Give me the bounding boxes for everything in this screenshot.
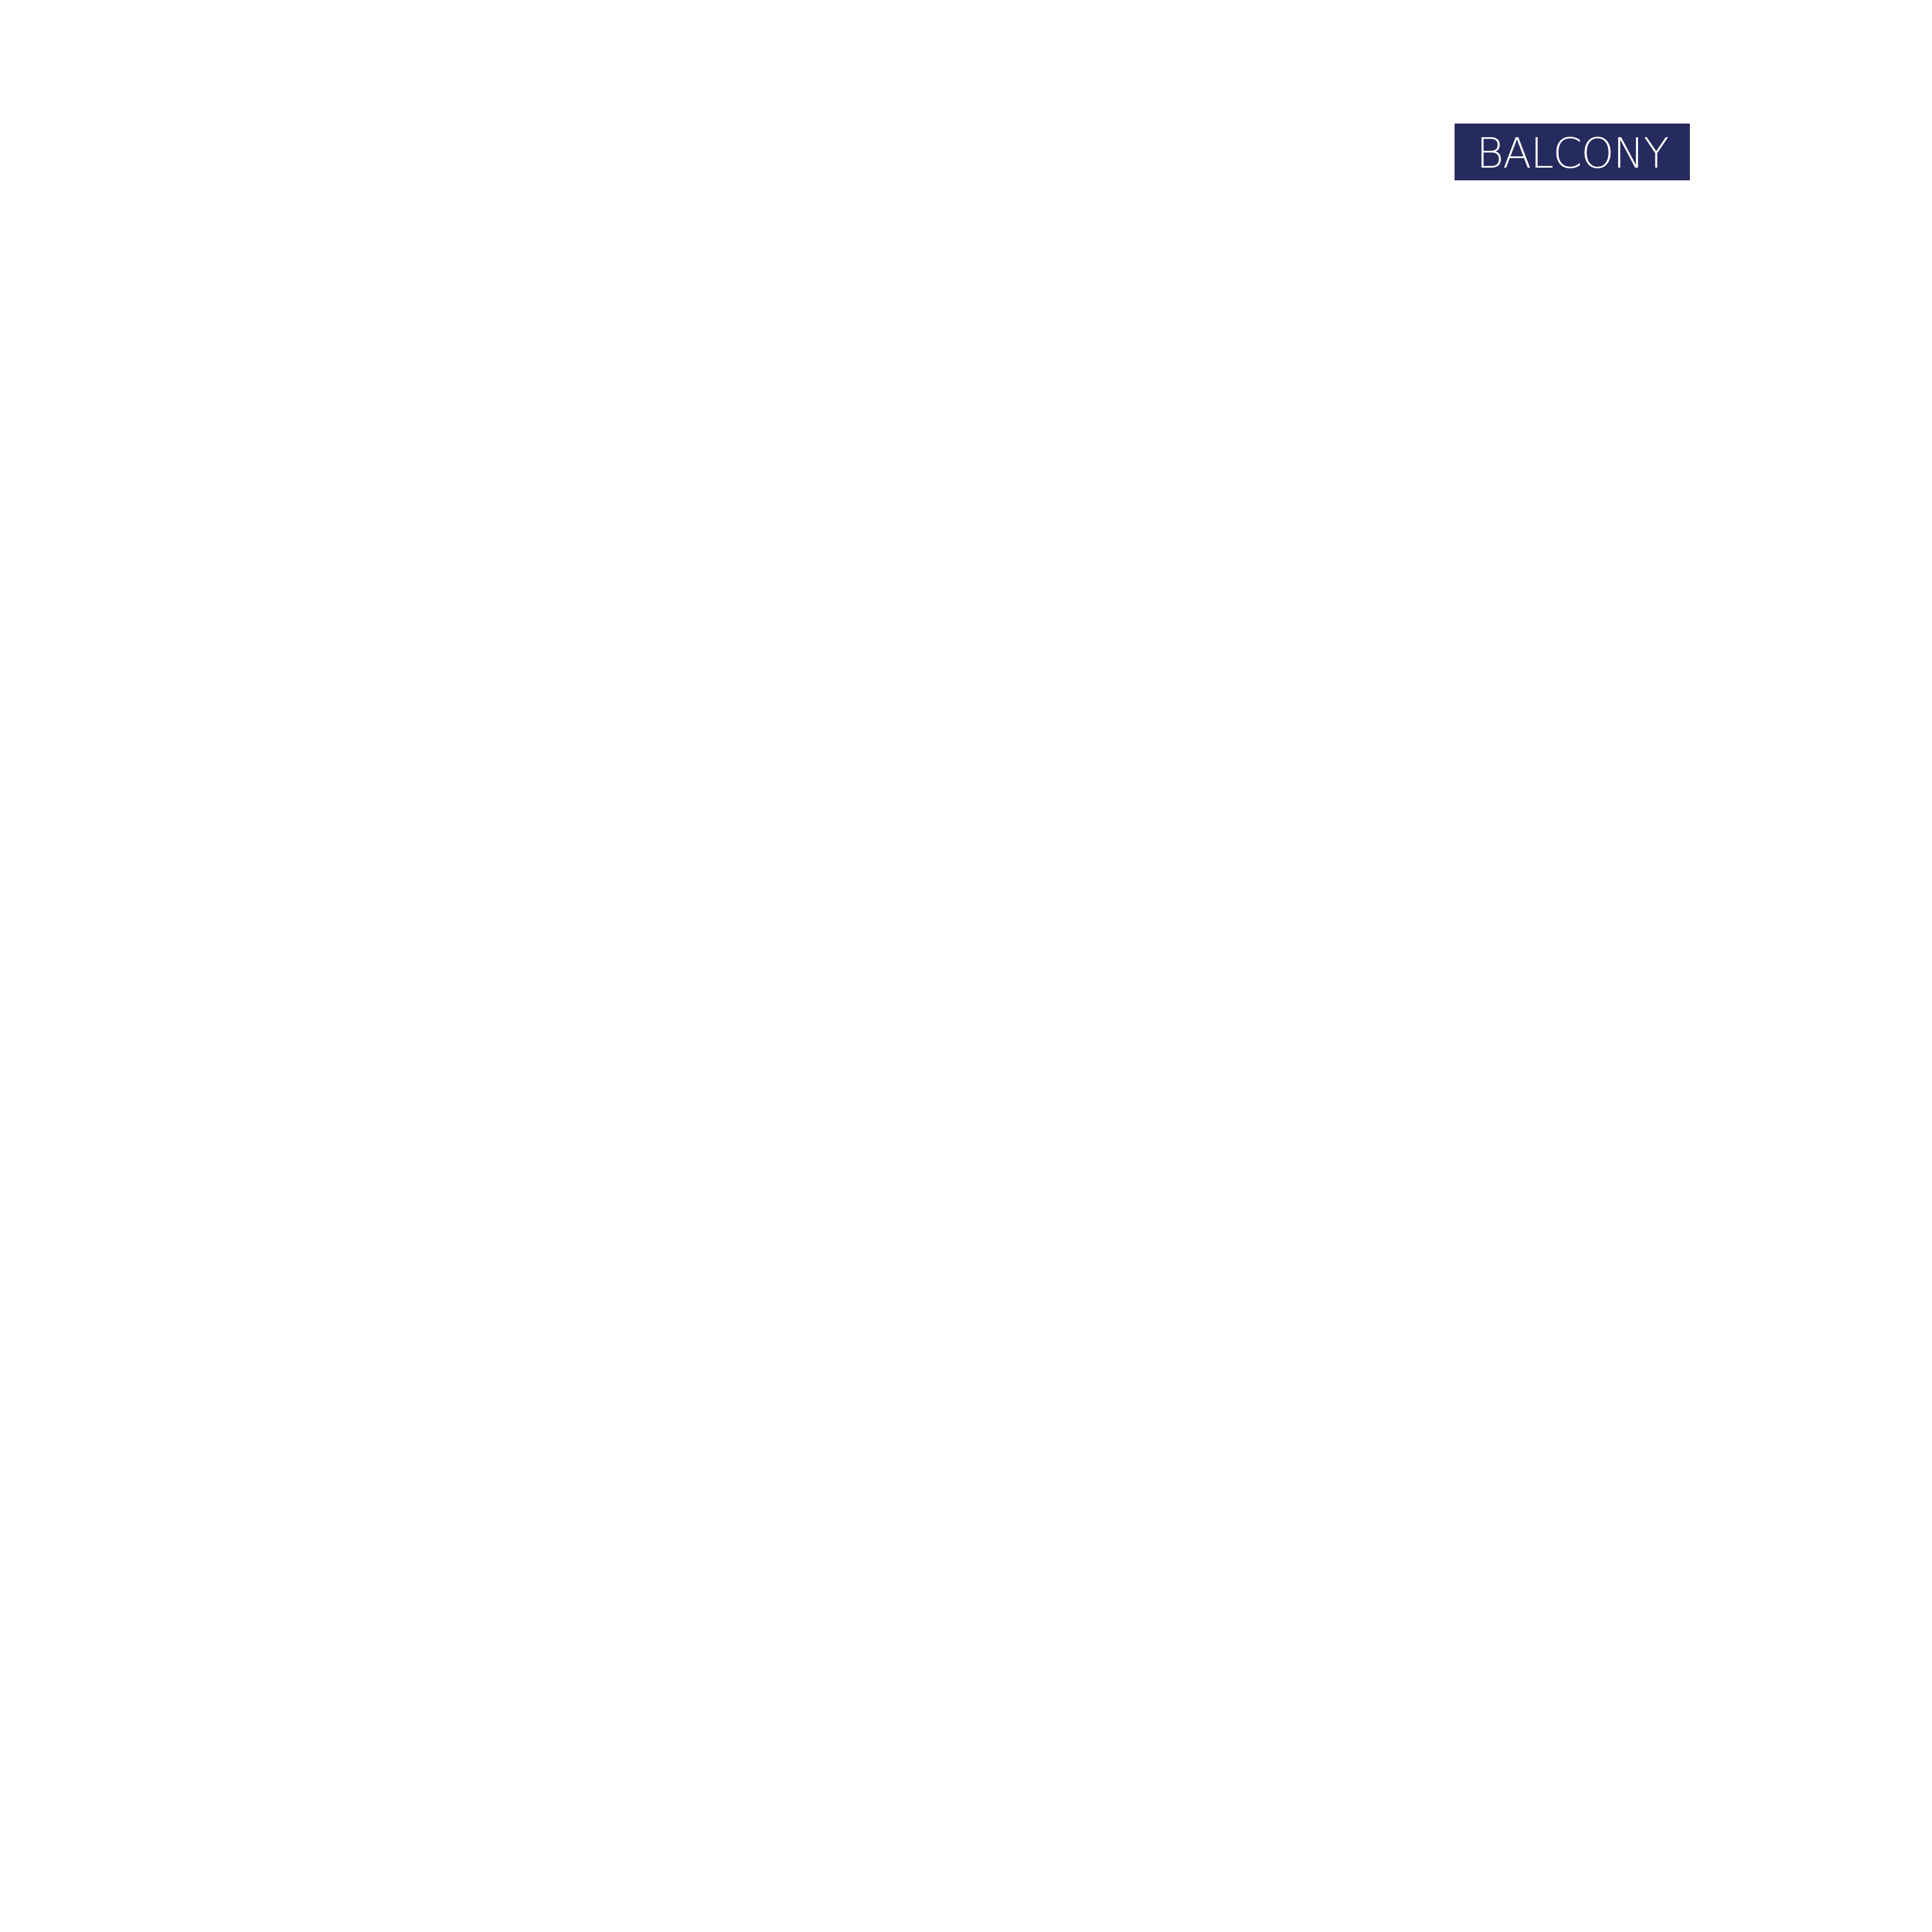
- balcony-label-text: BALCONY: [1476, 129, 1669, 178]
- balcony-label: BALCONY: [1455, 124, 1690, 180]
